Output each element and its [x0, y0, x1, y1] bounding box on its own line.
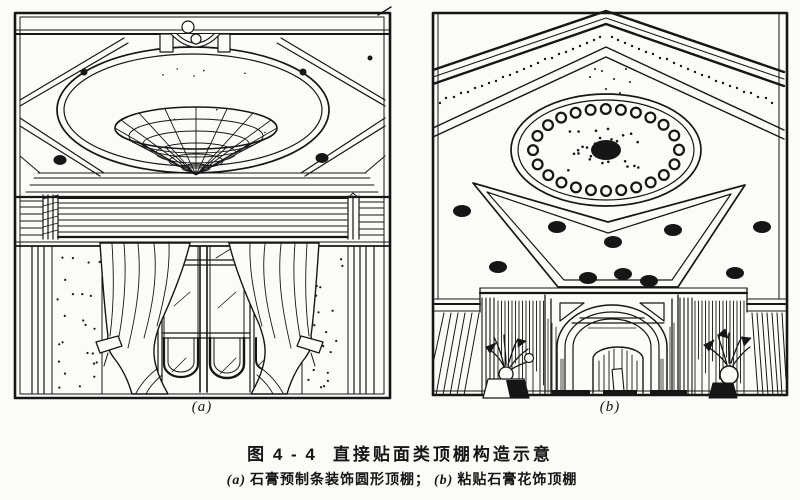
- band-center-boss: [181, 20, 195, 34]
- alcove-statue: [611, 368, 625, 393]
- panel-a-illustration: [13, 6, 392, 400]
- portal-corner-triangles: [559, 302, 665, 322]
- center-mullion: [199, 246, 208, 393]
- figure-caption-subtitle: (a) 石膏预制条装饰圆形顶棚； (b)粘贴石膏花饰顶棚: [0, 469, 800, 489]
- corner-pen-mark: [377, 6, 392, 16]
- ceiling-speckle: [162, 68, 266, 149]
- lower-wall: [31, 246, 375, 395]
- curtain-left: [95, 242, 191, 395]
- potted-plant-left: [482, 334, 535, 399]
- side-walls: [433, 312, 787, 396]
- subcaption-label-a: (a): [226, 473, 246, 488]
- subcaption-text-b: 粘贴石膏花饰顶棚: [457, 471, 578, 487]
- panel-a-frame: [13, 6, 392, 400]
- figure-caption-title: 图 4 - 4 直接贴面类顶棚构造示意: [0, 440, 800, 465]
- ceiling-corner-diagonals: [19, 37, 386, 177]
- arched-alcove: [592, 346, 644, 394]
- perspective-beam: [14, 192, 391, 247]
- ceiling-rosette-dots: [453, 205, 771, 287]
- dart-ornament: [472, 182, 746, 288]
- wall-top-band: [432, 287, 788, 313]
- subcaption-label-b: (b): [434, 473, 454, 488]
- curtain-tieback: [95, 335, 123, 354]
- ceiling-rosette-dots: [53, 55, 373, 165]
- ceiling-top-band: [14, 20, 391, 35]
- panel-b-illustration: [431, 9, 789, 399]
- oval-top-ornament: [159, 33, 231, 53]
- gable-stipple-left: [438, 35, 602, 105]
- medallion-center-boss: [591, 140, 621, 160]
- scalloped-medallion: [510, 93, 702, 207]
- apex-speckle: [589, 68, 631, 94]
- potted-plant-right: [703, 328, 752, 399]
- curtain-right: [228, 242, 324, 395]
- subcaption-text-a: 石膏预制条装饰圆形顶棚: [250, 471, 415, 487]
- arched-portal: [544, 294, 687, 396]
- gable-chevron-bands: [431, 9, 786, 140]
- medallion-stipple: [567, 127, 640, 172]
- panel-b-label: (b): [599, 399, 621, 415]
- subcaption-separator: ；: [415, 471, 430, 487]
- panel-a-label: (a): [191, 399, 213, 415]
- stippled-panel-left: [56, 256, 101, 389]
- figure-number: 图 4 - 4: [247, 445, 317, 464]
- portal-base-blocks: [552, 390, 687, 395]
- latticed-dome: [114, 106, 278, 176]
- figure-title: 直接贴面类顶棚构造示意: [332, 445, 553, 464]
